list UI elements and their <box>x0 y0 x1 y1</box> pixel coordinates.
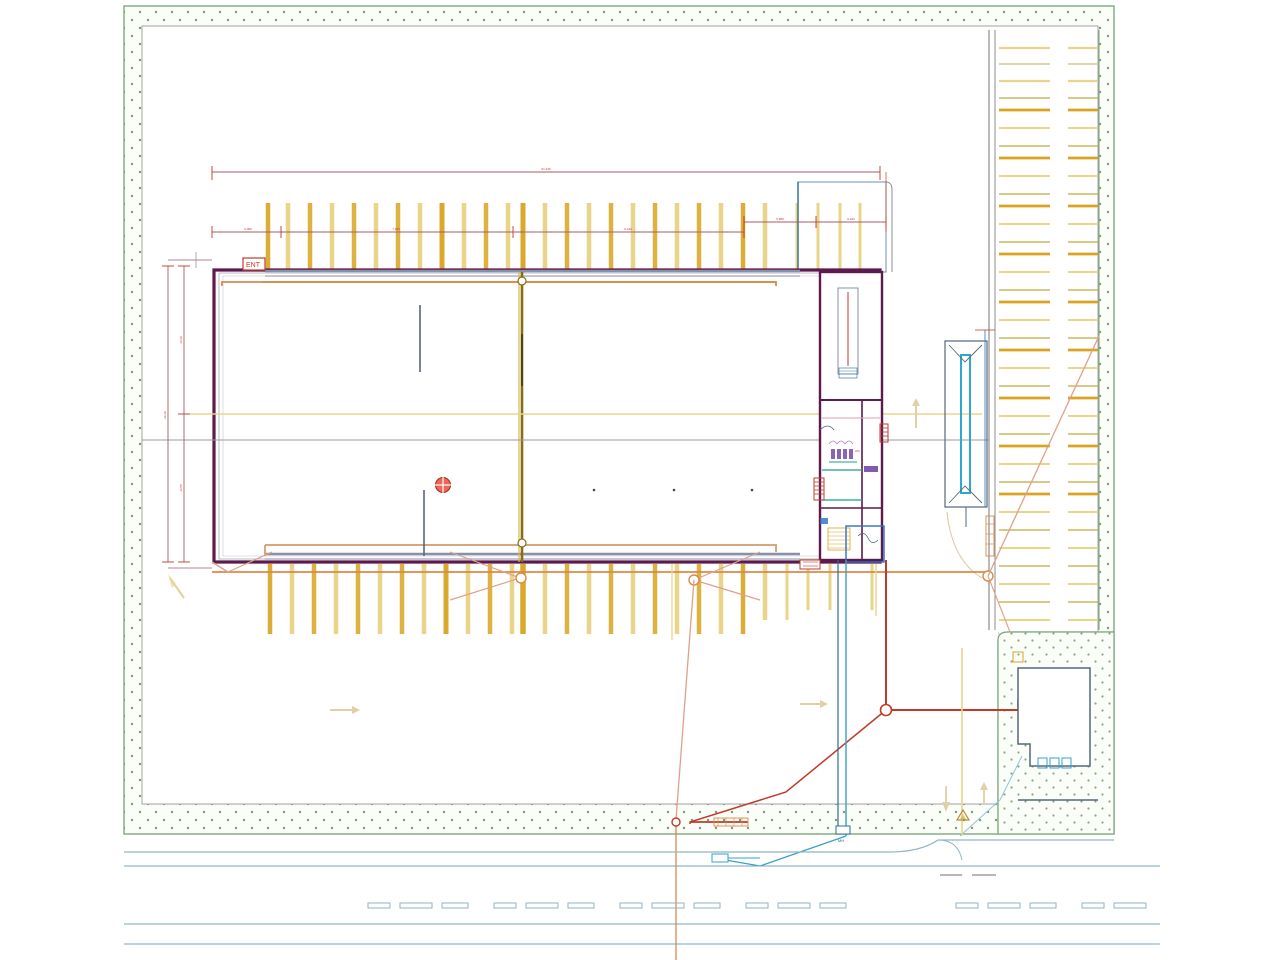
drain-from-outbuilding <box>959 755 1023 837</box>
water-node-south <box>671 817 681 827</box>
drain-chamber <box>711 853 729 863</box>
site-boundary-group <box>123 5 1115 835</box>
storm-run-to-road <box>675 579 695 821</box>
water-branch-south <box>689 709 887 824</box>
wc-fixtures-cluster: WC <box>828 440 861 463</box>
south-canopy-edge <box>265 544 777 552</box>
grid-node-south <box>517 538 527 548</box>
utility-network: MH <box>211 335 1100 960</box>
dim-overall-top-text: 61.240 <box>541 167 551 171</box>
flow-arrow-east <box>800 700 828 708</box>
survey-benchmark-symbol <box>955 808 971 821</box>
dimension-strings-top: 61.240 6.080 7.200 6.120 5.980 6.240 <box>211 166 887 238</box>
outbuilding <box>1017 667 1098 801</box>
gas-valve-box <box>1012 651 1024 663</box>
dim-top-seg-5: 6.240 <box>847 217 855 221</box>
dim-top-seg-4: 5.980 <box>776 217 784 221</box>
storm-node-a <box>515 572 527 584</box>
water-node-main <box>879 703 893 717</box>
building-floor-plate <box>212 270 882 562</box>
site-marker-sw <box>168 574 185 599</box>
grid-node-north <box>517 276 527 286</box>
drain-label: MH <box>838 838 844 843</box>
dim-left-seg-1: 14.60 <box>179 336 183 344</box>
dim-top-seg-3: 6.120 <box>624 227 632 231</box>
parking-stalls-column-left <box>999 46 1050 621</box>
riser-element-upper <box>879 423 889 443</box>
drain-inlet-box <box>835 825 851 835</box>
svg-text:WC: WC <box>855 449 861 453</box>
flow-arrow-west <box>330 706 360 714</box>
level-arrow-b <box>980 782 988 804</box>
core-stair-upper <box>838 367 858 379</box>
dim-left-overall-text: 29.10 <box>163 411 167 419</box>
level-arrow-a <box>942 786 950 812</box>
dim-top-seg-1: 6.080 <box>244 227 252 231</box>
water-meter-box <box>713 817 749 827</box>
service-core-east-wing: WC <box>813 270 889 563</box>
dim-top-seg-2: 7.200 <box>392 227 400 231</box>
east-bollard <box>985 515 995 557</box>
parking-bays-top <box>265 203 862 272</box>
entry-label-chip: ENT <box>242 257 266 271</box>
parking-bays-bottom <box>267 564 874 634</box>
road-curb-top <box>124 839 1114 853</box>
dimension-strings-left: 29.10 14.60 14.50 <box>162 252 212 569</box>
entry-label-chip-south <box>799 559 821 570</box>
main-building <box>142 268 989 564</box>
outbuilding-fixtures <box>1037 757 1072 769</box>
dim-left-seg-2: 14.50 <box>179 484 183 492</box>
road-area <box>124 839 1160 945</box>
east-canopy-ramp <box>944 329 995 579</box>
annotation-symbols: ENT <box>168 257 988 821</box>
drain-diagonal <box>713 835 847 867</box>
road-lane-dashes <box>367 902 1147 909</box>
flow-arrow-north <box>912 398 920 428</box>
storm-diagonal-ne <box>987 335 1100 577</box>
north-point-marker <box>435 477 451 493</box>
riser-element-lower <box>813 477 825 501</box>
parking-area-right <box>988 30 1100 630</box>
entry-label-text: ENT <box>246 262 261 269</box>
